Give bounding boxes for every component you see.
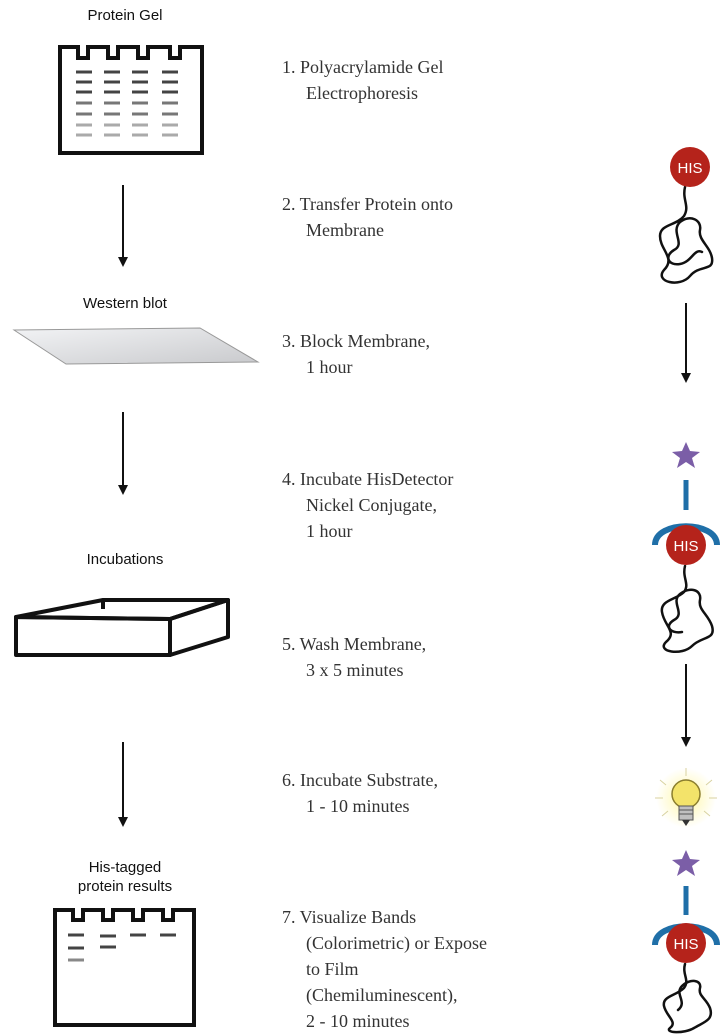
- his-tag-label-2: HIS: [673, 538, 698, 555]
- his-protein-3: [652, 886, 720, 1034]
- step-6-line1: 6. Incubate Substrate,: [282, 770, 438, 790]
- star-icon-2: [672, 850, 700, 876]
- step-1: 1. Polyacrylamide Gel Electrophoresis: [282, 54, 443, 106]
- step-6-line2: 1 - 10 minutes: [306, 796, 410, 816]
- step-4-line2: Nickel Conjugate,: [306, 495, 437, 515]
- incubations-label: Incubations: [86, 551, 164, 568]
- step-1-line1: 1. Polyacrylamide Gel: [282, 57, 444, 77]
- his-tag-label-3: HIS: [673, 936, 698, 953]
- his-protein-1: [658, 147, 714, 284]
- step-5-line2: 3 x 5 minutes: [306, 660, 404, 680]
- results-label-line2: protein results: [77, 878, 173, 895]
- step-7-line1: 7. Visualize Bands: [282, 907, 417, 927]
- incubation-tray-icon: [14, 598, 230, 657]
- result-gel-icon: [53, 908, 196, 1027]
- step-7: 7. Visualize Bands (Colorimetric) or Exp…: [282, 904, 487, 1034]
- step-2-line2: Membrane: [306, 220, 384, 240]
- step-6: 6. Incubate Substrate, 1 - 10 minutes: [282, 767, 438, 819]
- step-1-line2: Electrophoresis: [306, 83, 418, 103]
- protein-gel-label: Protein Gel: [87, 7, 163, 24]
- his-tag-label-1: HIS: [677, 160, 702, 177]
- light-bulb-icon: [655, 768, 717, 828]
- step-3-line2: 1 hour: [306, 357, 353, 377]
- step-5-line1: 5. Wash Membrane,: [282, 634, 427, 654]
- step-7-line5: 2 - 10 minutes: [306, 1011, 410, 1031]
- step-3-line1: 3. Block Membrane,: [282, 331, 430, 351]
- his-protein-2: [652, 480, 720, 654]
- his-tag-circle-1: [670, 147, 710, 187]
- his-tag-circle-3: [666, 923, 706, 963]
- step-4-line1: 4. Incubate HisDetector: [282, 469, 454, 489]
- step-2-line1: 2. Transfer Protein onto: [282, 194, 453, 214]
- results-label: His-tagged protein results: [40, 858, 210, 896]
- protein-gel-icon: [58, 45, 204, 155]
- membrane-icon: [12, 327, 260, 365]
- western-blot-label: Western blot: [83, 295, 167, 312]
- step-7-line4: (Chemiluminescent),: [306, 985, 458, 1005]
- step-7-line2: (Colorimetric) or Expose: [306, 933, 487, 953]
- his-tag-circle-2: [666, 525, 706, 565]
- step-4: 4. Incubate HisDetector Nickel Conjugate…: [282, 466, 453, 544]
- step-5: 5. Wash Membrane, 3 x 5 minutes: [282, 631, 426, 683]
- step-2: 2. Transfer Protein onto Membrane: [282, 191, 453, 243]
- step-3: 3. Block Membrane, 1 hour: [282, 328, 430, 380]
- step-4-line3: 1 hour: [306, 521, 353, 541]
- star-icon-1: [672, 442, 700, 468]
- results-label-line1: His-tagged: [88, 859, 162, 876]
- step-7-line3: to Film: [306, 959, 359, 979]
